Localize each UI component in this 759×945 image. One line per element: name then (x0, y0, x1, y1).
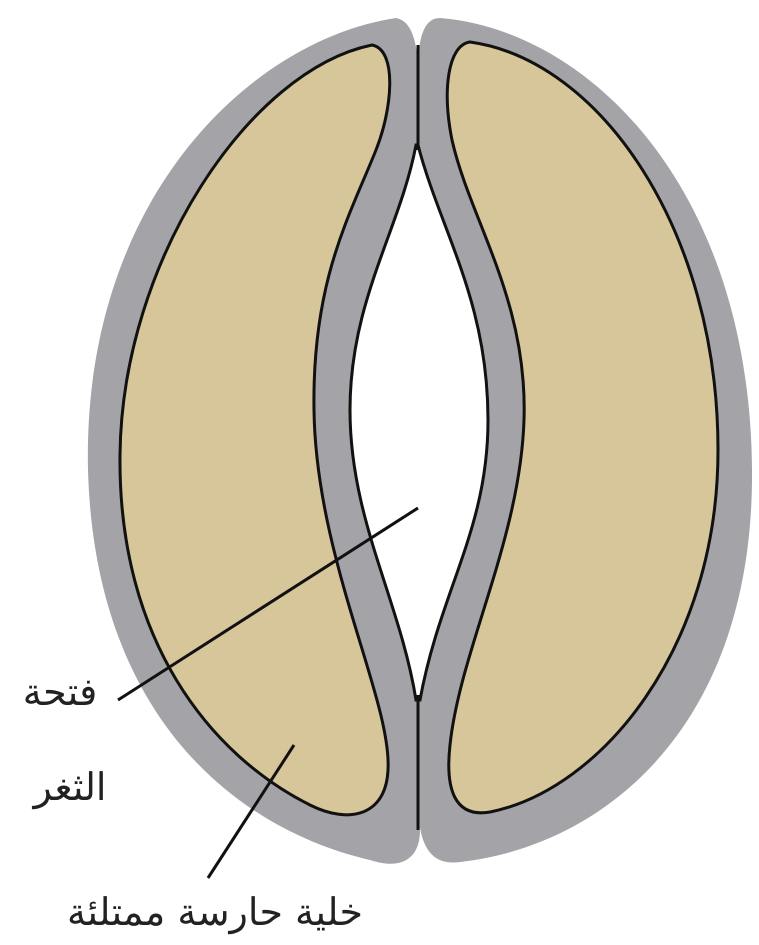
guard-cell-label: خلية حارسة ممتلئة (67, 890, 363, 935)
pore-label-line2: الثغر (32, 765, 107, 810)
pore-label-line1: فتحة (23, 670, 98, 714)
